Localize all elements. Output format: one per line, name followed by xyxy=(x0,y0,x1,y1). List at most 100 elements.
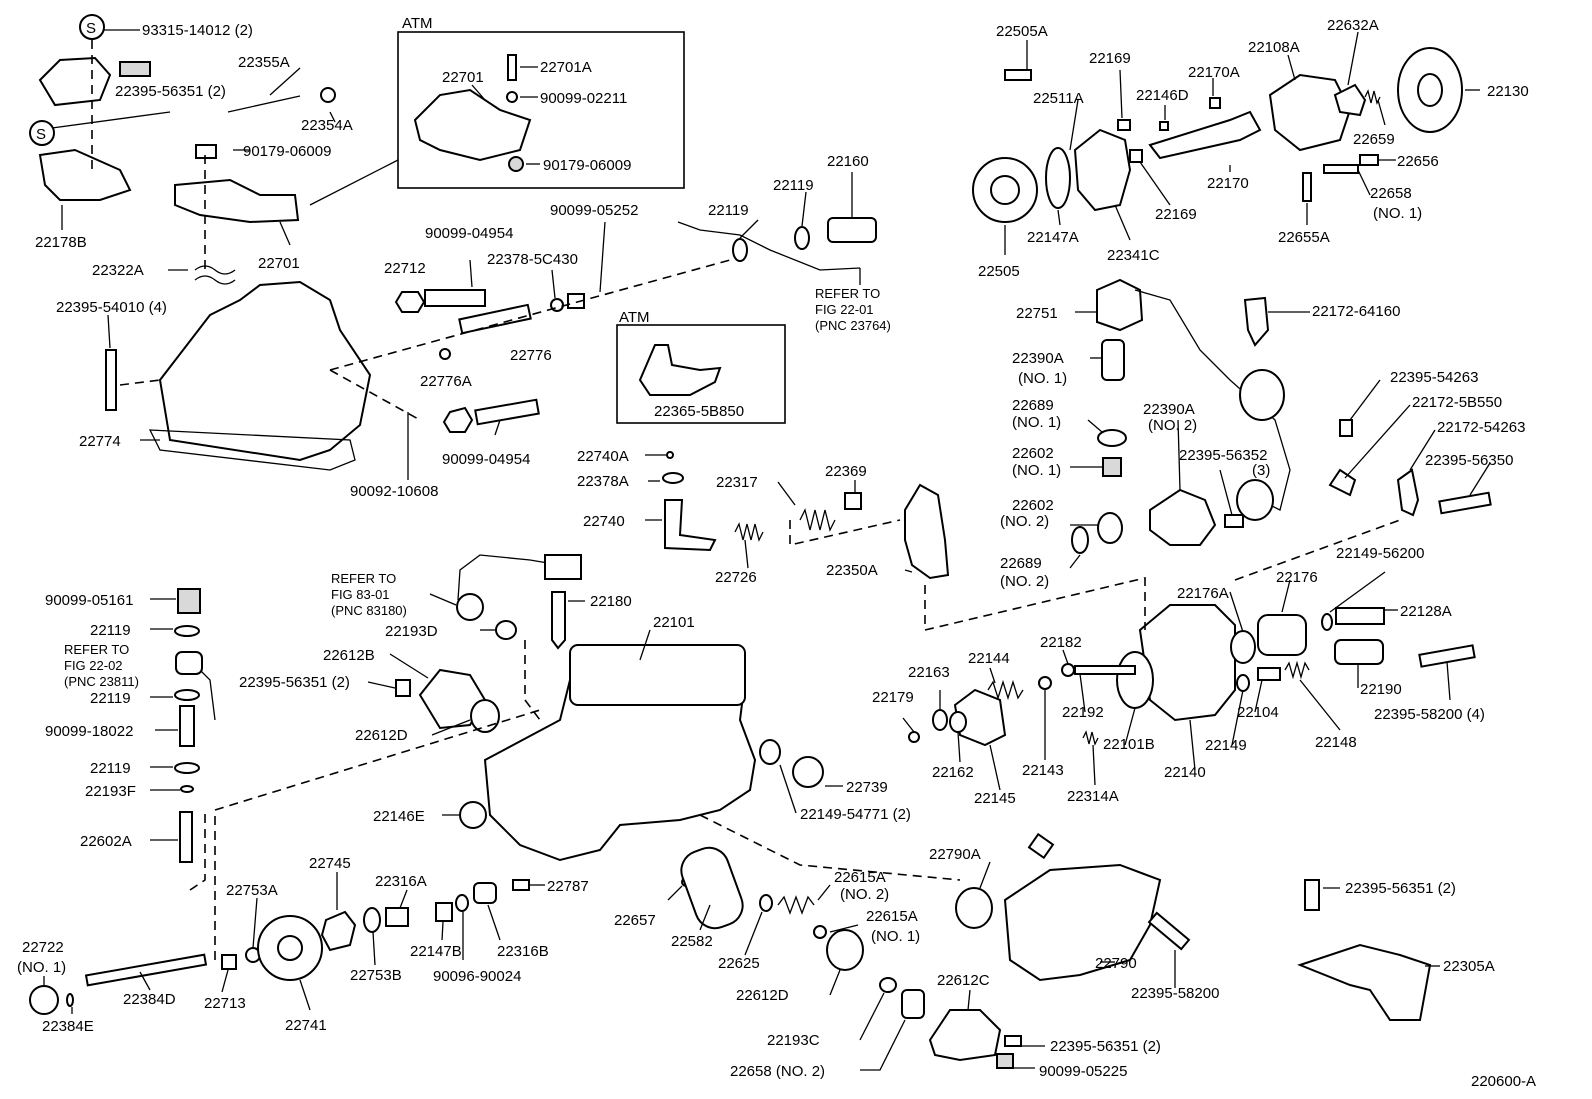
part-22395-56351-bolt-b xyxy=(395,679,411,697)
part-22390A-1-sensor xyxy=(1101,339,1125,381)
part-22316B-roller xyxy=(473,882,497,904)
label-22146D: 22146D xyxy=(1136,87,1189,104)
part-22163-ring xyxy=(932,709,948,731)
label-90099-05252: 90099-05252 xyxy=(550,202,638,219)
part-22776-screw xyxy=(458,303,532,335)
label-atm-mid: ATM xyxy=(619,309,650,326)
label-22316A: 22316A xyxy=(375,873,427,890)
label-22145: 22145 xyxy=(974,790,1016,807)
label-90179-06009-b: 90179-06009 xyxy=(543,157,631,174)
svg-text:S: S xyxy=(36,126,46,143)
label-22162: 22162 xyxy=(932,764,974,781)
part-22119-washer-l1 xyxy=(174,625,200,637)
s-symbol-upper: S xyxy=(79,14,105,40)
label-22317: 22317 xyxy=(716,474,758,491)
label-22612C: 22612C xyxy=(937,972,990,989)
dashed-line-governor xyxy=(329,259,731,371)
label-22602-1b: (NO. 1) xyxy=(1012,462,1061,479)
label-22176A: 22176A xyxy=(1177,585,1229,602)
part-22701-lever xyxy=(174,178,300,224)
label-22790: 22790 xyxy=(1095,955,1137,972)
label-22602-2b: (NO. 2) xyxy=(1000,513,1049,530)
part-22147A-ring xyxy=(1045,147,1071,209)
part-22355A-wire xyxy=(227,95,301,113)
label-refer-2202-b: FIG 22-02 xyxy=(64,658,123,673)
label-90099-18022: 90099-18022 xyxy=(45,723,133,740)
part-22147B-bush xyxy=(435,902,453,922)
label-22701-box: 22701 xyxy=(442,69,484,86)
label-22149-56200: 22149-56200 xyxy=(1336,545,1424,562)
label-90099-04954-a: 90099-04954 xyxy=(425,225,513,242)
label-22726: 22726 xyxy=(715,569,757,586)
part-22322A-spring xyxy=(194,265,236,285)
part-22612D-ring-bot xyxy=(826,929,864,971)
label-22369: 22369 xyxy=(825,463,867,480)
label-22170: 22170 xyxy=(1207,175,1249,192)
part-22149-ring xyxy=(759,739,781,765)
label-90099-04954-b: 90099-04954 xyxy=(442,451,530,468)
label-22390A-2b: (NO. 2) xyxy=(1148,417,1197,434)
part-22776A-ring xyxy=(439,348,451,360)
label-22119-top-a: 22119 xyxy=(708,202,749,219)
part-22172-54263-bracket xyxy=(1396,468,1420,517)
part-22701-atm-lever xyxy=(413,88,532,162)
part-22505-pulley-hub xyxy=(990,175,1020,205)
label-22712: 22712 xyxy=(384,260,426,277)
part-22612D-ring-top xyxy=(470,699,500,733)
label-22689-2a: 22689 xyxy=(1000,555,1042,572)
label-22147B: 22147B xyxy=(410,943,462,960)
label-22378-5C430: 22378-5C430 xyxy=(487,251,578,268)
label-90099-02211: 90099-02211 xyxy=(540,90,627,107)
label-22180: 22180 xyxy=(590,593,632,610)
label-22625: 22625 xyxy=(718,955,760,972)
label-22722-b: (NO. 1) xyxy=(17,959,66,976)
label-22140: 22140 xyxy=(1164,764,1206,781)
part-22395-58200-4-bolt xyxy=(1418,644,1476,668)
part-22722-nut xyxy=(29,985,59,1015)
label-22365-5B850: 22365-5B850 xyxy=(654,403,744,420)
label-22104: 22104 xyxy=(1237,704,1279,721)
label-22172-54263: 22172-54263 xyxy=(1437,419,1525,436)
part-22602-2-spring xyxy=(1097,512,1123,544)
part-22119-washer-l2 xyxy=(174,689,200,701)
part-22390A-2-valve xyxy=(1149,488,1217,546)
part-22774-gasket xyxy=(148,429,356,471)
part-90099-05252-nut xyxy=(567,293,585,309)
label-22739: 22739 xyxy=(846,779,888,796)
part-22144-spring xyxy=(987,679,1024,701)
label-22192: 22192 xyxy=(1062,704,1104,721)
label-22163: 22163 xyxy=(908,664,950,681)
label-22689-1b: (NO. 1) xyxy=(1012,414,1061,431)
label-22149-54771: 22149-54771 (2) xyxy=(800,806,911,823)
part-22193C-ring xyxy=(879,977,897,993)
label-22741: 22741 xyxy=(285,1017,327,1034)
label-22395-54263: 22395-54263 xyxy=(1390,369,1478,386)
part-90099-04954-bolt xyxy=(424,289,486,307)
label-22701A: 22701A xyxy=(540,59,592,76)
part-22790-head xyxy=(1003,863,1162,982)
label-22305A: 22305A xyxy=(1443,958,1495,975)
part-22658-valve xyxy=(901,989,925,1019)
part-22104-screw xyxy=(1257,667,1281,681)
part-22712-nut xyxy=(394,291,426,313)
label-22148: 22148 xyxy=(1315,734,1357,751)
label-22147A: 22147A xyxy=(1027,229,1079,246)
label-22395-54010: 22395-54010 (4) xyxy=(56,299,167,316)
label-22395-58200: 22395-58200 xyxy=(1131,985,1219,1002)
part-22602A-sleeve xyxy=(179,811,193,863)
label-90099-05161: 90099-05161 xyxy=(45,592,133,609)
part-22119-washer-b xyxy=(794,226,810,250)
label-22350A: 22350A xyxy=(826,562,878,579)
label-22378A: 22378A xyxy=(577,473,629,490)
label-22128A: 22128A xyxy=(1400,603,1452,620)
part-22751-cap xyxy=(1096,278,1144,332)
label-22119-l1: 22119 xyxy=(90,622,131,639)
part-22787-screw xyxy=(512,879,530,891)
part-90096-90024-ring xyxy=(455,894,469,912)
label-22658-2: 22658 (NO. 2) xyxy=(730,1063,825,1080)
part-22659-spring xyxy=(1364,89,1381,105)
label-refer-2201-b: FIG 22-01 xyxy=(815,302,874,317)
label-90099-05225: 90099-05225 xyxy=(1039,1063,1127,1080)
part-22193D-ring xyxy=(495,620,517,640)
part-22180-sensor xyxy=(551,591,566,650)
